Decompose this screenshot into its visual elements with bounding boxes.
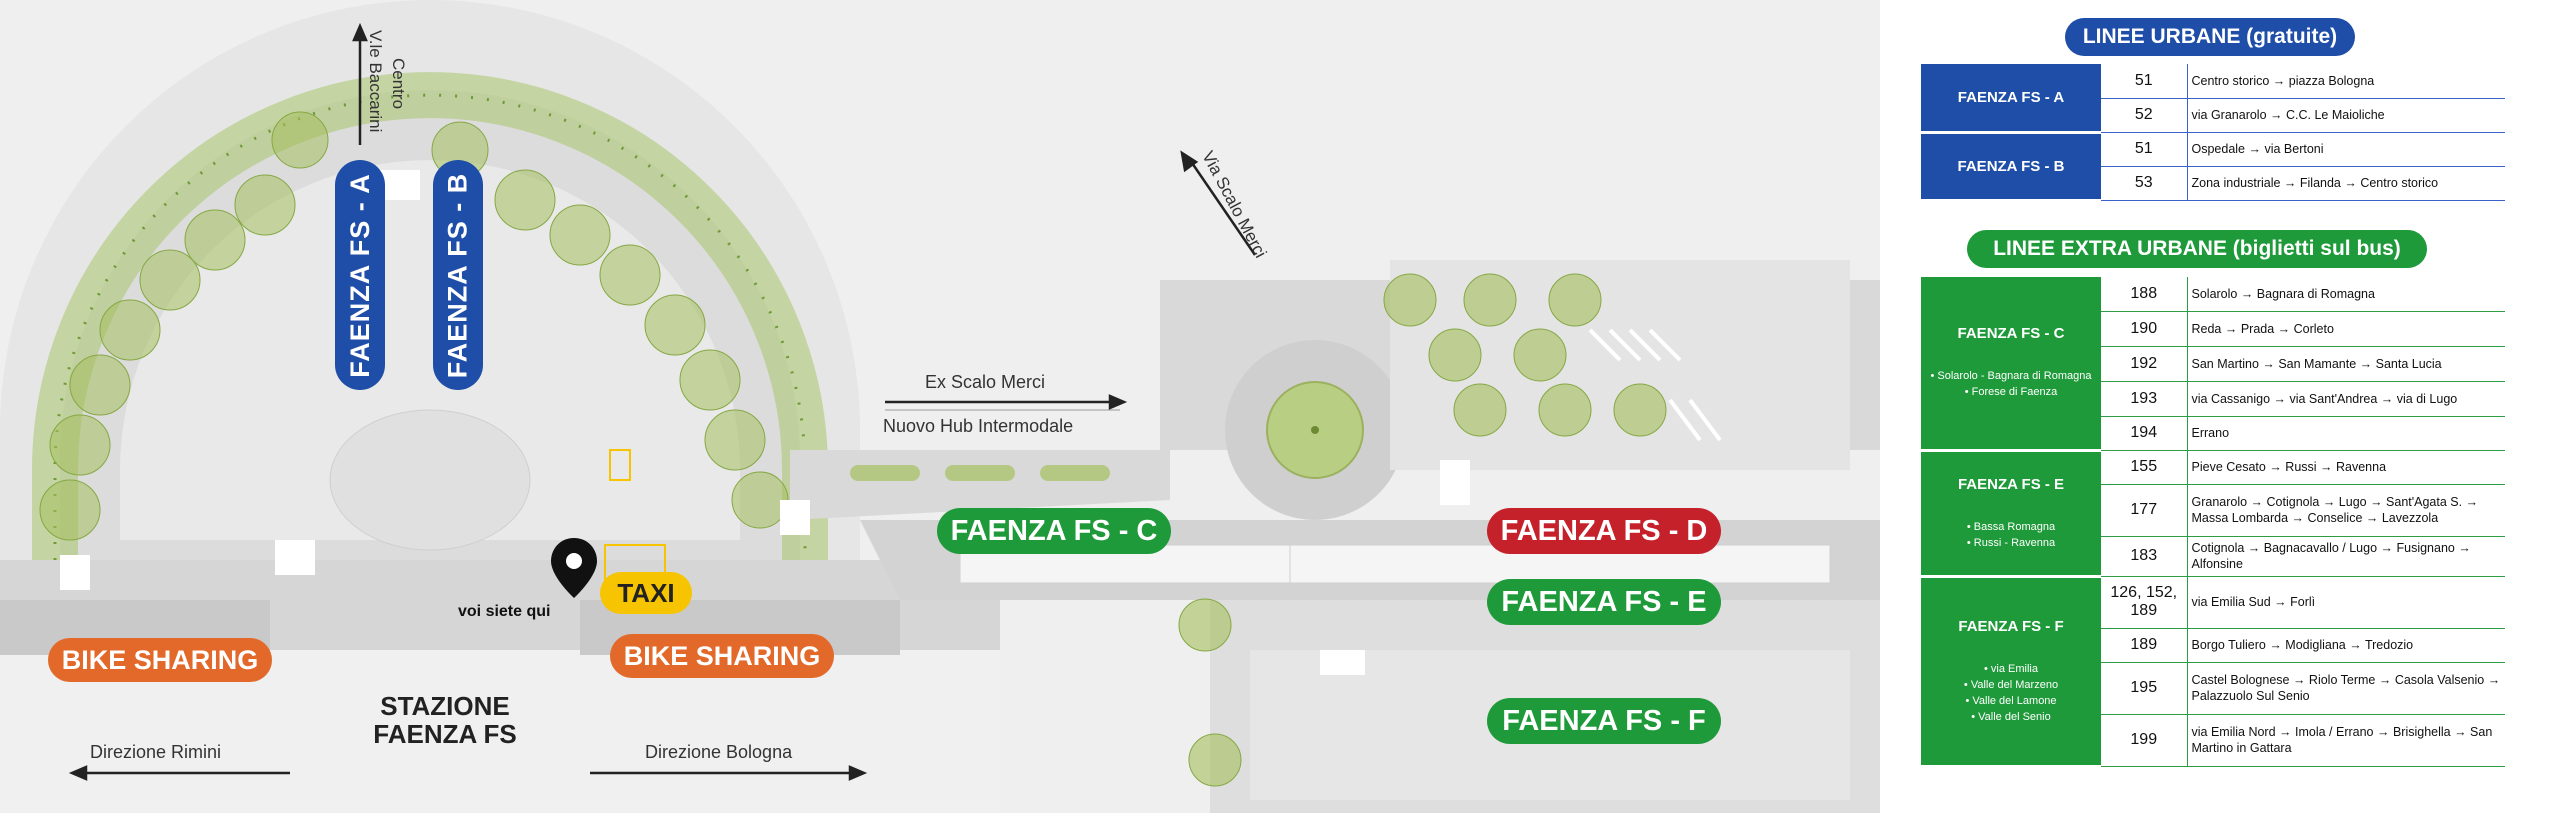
line-row: FAENZA FS - E • Bassa Romagna • Russi - Ra…	[1921, 450, 2505, 578]
bus-stop-d: FAENZA FS - D	[1487, 508, 1721, 554]
line-route: Ospedale → via Bertoni	[2187, 132, 2505, 167]
urban-title: LINEE URBANE (gratuite)	[2065, 18, 2355, 56]
stop-areas: • Solarolo - Bagnara di Romagna • Forese …	[1925, 368, 2097, 400]
line-route: San Martino → San Mamante → Santa Lucia	[2187, 346, 2505, 382]
stop-area-item: • Russi - Ravenna	[1966, 536, 2056, 549]
line-number: 195	[2101, 662, 2188, 715]
stop-areas: • Bassa Romagna • Russi - Ravenna	[1925, 519, 2097, 551]
line-number: 53	[2101, 166, 2188, 201]
extra-urban-lines-table: FAENZA FS - C • Solarolo - Bagnara di Rom…	[1921, 277, 2505, 768]
station-name: STAZIONE FAENZA FS	[340, 692, 550, 748]
label-direzione-rimini: Direzione Rimini	[90, 742, 222, 762]
line-row: FAENZA FS - C • Solarolo - Bagnara di Rom…	[1921, 277, 2505, 452]
stop-area-item: • Valle del Marzeno	[1963, 678, 2059, 691]
stop-areas: • via Emilia • Valle del Marzeno • Valle d…	[1925, 661, 2097, 725]
line-number: 155	[2101, 450, 2188, 485]
line-number: 126, 152, 189	[2101, 576, 2188, 629]
line-number: 188	[2101, 277, 2188, 312]
stop-name: FAENZA FS - E	[1957, 475, 2065, 493]
station-name-line2: FAENZA FS	[373, 719, 517, 749]
line-route: Errano	[2187, 416, 2505, 451]
bus-stop-e: FAENZA FS - E	[1487, 579, 1721, 625]
stop-area-item: • Bassa Romagna	[1966, 520, 2056, 533]
line-number: 190	[2101, 311, 2188, 347]
line-number: 51	[2101, 64, 2188, 99]
stop-area-item: • Valle del Lamone	[1965, 694, 2057, 707]
line-route: Solarolo → Bagnara di Romagna	[2187, 277, 2505, 312]
stop-name: FAENZA FS - B	[1957, 157, 2065, 175]
stop-area-item: • Valle del Senio	[1971, 710, 2051, 723]
line-route: Zona industriale → Filanda → Centro stor…	[2187, 166, 2505, 201]
bus-stop-b: FAENZA FS - B	[433, 160, 483, 390]
street-label-viale-baccarini: V.le Baccarini	[366, 30, 385, 133]
you-are-here-label: voi siete qui	[458, 603, 551, 620]
stop-area-item: • via Emilia	[1984, 662, 2038, 675]
extra-urban-title: LINEE EXTRA URBANE (biglietti sul bus)	[1967, 230, 2427, 268]
line-number: 183	[2101, 536, 2188, 577]
line-number: 189	[2101, 628, 2188, 663]
line-route: via Emilia Sud → Forlì	[2187, 576, 2505, 629]
stop-name-cell: FAENZA FS - F • via Emilia • Valle del Mar…	[1921, 576, 2101, 768]
station-map: Centro V.le Baccarini Via Scalo Merci Ex…	[0, 0, 1880, 813]
bike-sharing-right: BIKE SHARING	[610, 634, 834, 678]
label-nuovo-hub: Nuovo Hub Intermodale	[883, 416, 1074, 436]
taxi-badge: TAXI	[600, 572, 692, 614]
stop-area-item: • Solarolo - Bagnara di Romagna	[1930, 370, 2092, 383]
stop-name: FAENZA FS - C	[1957, 325, 2065, 343]
stop-name-cell: FAENZA FS - C • Solarolo - Bagnara di Rom…	[1921, 277, 2101, 452]
line-number: 192	[2101, 346, 2188, 382]
stop-name: FAENZA FS - A	[1957, 88, 2065, 106]
line-number: 194	[2101, 416, 2188, 451]
line-number: 177	[2101, 484, 2188, 537]
label-direzione-bologna: Direzione Bologna	[645, 742, 793, 762]
line-route: Cotignola → Bagnacavallo / Lugo → Fusign…	[2187, 536, 2505, 577]
bus-stop-c: FAENZA FS - C	[937, 508, 1171, 554]
line-route: via Emilia Nord → Imola / Errano → Brisi…	[2187, 714, 2505, 767]
line-route: Castel Bolognese → Riolo Terme → Casola …	[2187, 662, 2505, 715]
line-number: 193	[2101, 381, 2188, 417]
line-route: Borgo Tuliero → Modigliana → Tredozio	[2187, 628, 2505, 663]
bus-stop-b-label: FAENZA FS - B	[442, 172, 473, 378]
map-base-drawing	[0, 22, 1880, 813]
stop-name-cell: FAENZA FS - B	[1921, 132, 2101, 202]
line-route: Pieve Cesato → Russi → Ravenna	[2187, 450, 2505, 485]
location-pin-icon	[551, 538, 597, 598]
line-number: 51	[2101, 132, 2188, 167]
line-route: via Cassanigo → via Sant'Andrea → via di…	[2187, 381, 2505, 417]
bus-stop-f: FAENZA FS - F	[1487, 698, 1721, 744]
label-ex-scalo-merci: Ex Scalo Merci	[925, 372, 1046, 392]
line-route: Granarolo → Cotignola → Lugo → Sant'Agat…	[2187, 484, 2505, 537]
line-route: Centro storico → piazza Bologna	[2187, 64, 2505, 99]
line-number: 52	[2101, 98, 2188, 133]
bus-stop-a-label: FAENZA FS - A	[344, 172, 375, 378]
street-label-centro: Centro	[389, 58, 408, 110]
stop-area-item: • Forese di Faenza	[1964, 386, 2058, 399]
stop-name-cell: FAENZA FS - A	[1921, 64, 2101, 134]
station-name-line1: STAZIONE	[380, 691, 510, 721]
line-route: Reda → Prada → Corleto	[2187, 311, 2505, 347]
stop-name: FAENZA FS - F	[1958, 617, 2064, 635]
line-number: 199	[2101, 714, 2188, 767]
line-route: via Granarolo → C.C. Le Maioliche	[2187, 98, 2505, 133]
stop-name-cell: FAENZA FS - E • Bassa Romagna • Russi - Ra…	[1921, 450, 2101, 578]
line-row: FAENZA FS - F • via Emilia • Valle del Mar…	[1921, 576, 2505, 768]
bus-stop-a: FAENZA FS - A	[335, 160, 385, 390]
bike-sharing-left: BIKE SHARING	[48, 638, 272, 682]
